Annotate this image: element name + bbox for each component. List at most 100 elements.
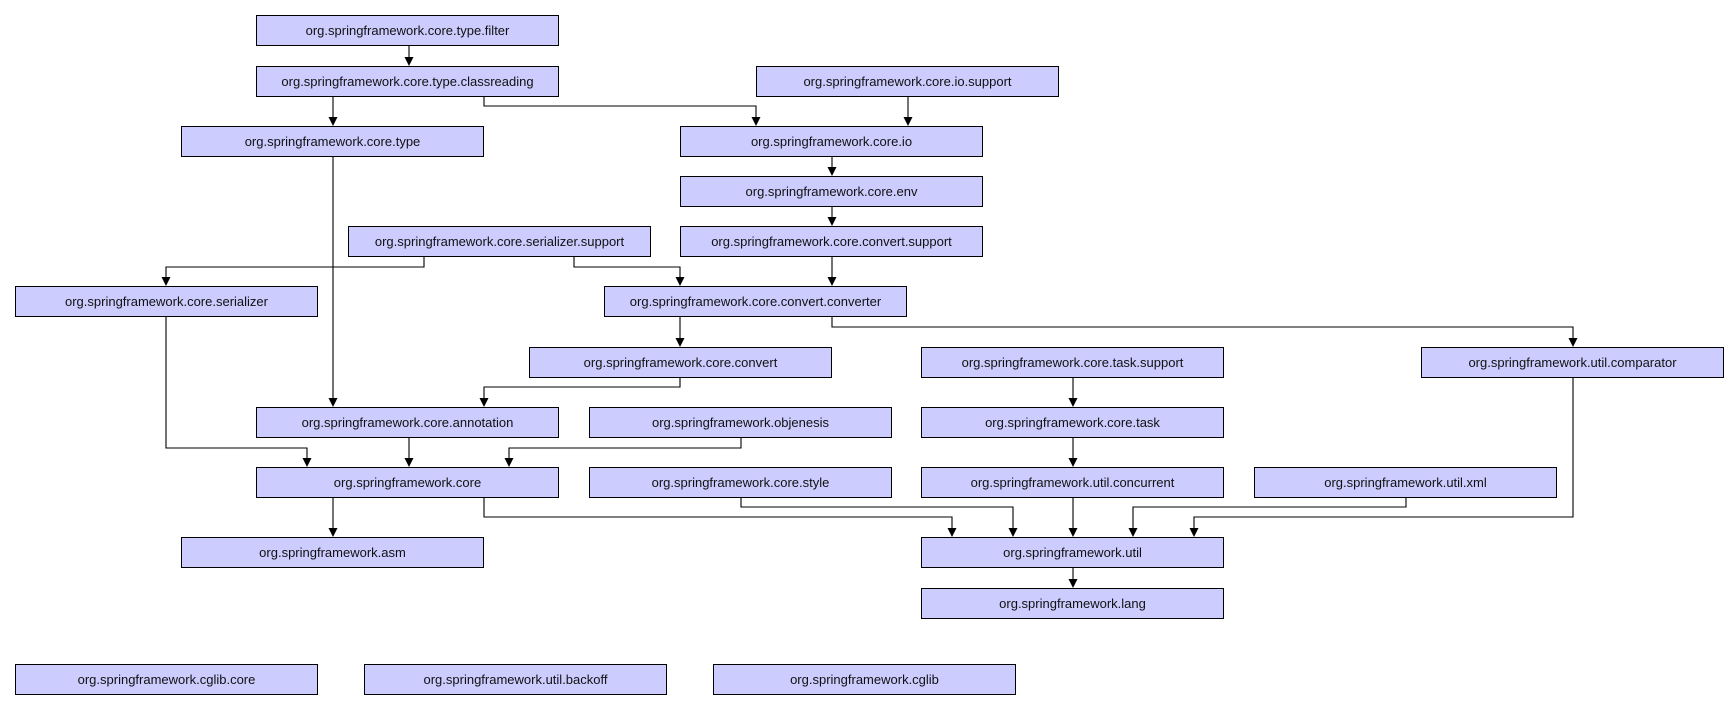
- package-node-asm[interactable]: org.springframework.asm: [181, 537, 484, 568]
- edge-serializer_support-to-serializer: [161, 256, 425, 286]
- arrowhead-icon: [1568, 338, 1578, 347]
- edge-util_concurrent-to-util: [1068, 497, 1078, 537]
- package-box[interactable]: [256, 66, 559, 97]
- package-node-cglib-core[interactable]: org.springframework.cglib.core: [15, 664, 318, 695]
- package-label: org.springframework.lang: [999, 596, 1146, 611]
- package-label: org.springframework.core.io.support: [803, 74, 1011, 89]
- arrowhead-icon: [827, 167, 837, 176]
- package-box[interactable]: [256, 15, 559, 46]
- edge-serializer_support-to-convert_converter: [573, 256, 685, 286]
- edge-convert_support-to-convert_converter: [827, 256, 837, 286]
- package-box[interactable]: [921, 407, 1224, 438]
- edge-line: [165, 316, 308, 461]
- package-node-util-backoff[interactable]: org.springframework.util.backoff: [364, 664, 667, 695]
- package-node-core[interactable]: org.springframework.core: [256, 467, 559, 498]
- package-label: org.springframework.core.task.support: [962, 355, 1184, 370]
- package-node-type-filter[interactable]: org.springframework.core.type.filter: [256, 15, 559, 46]
- arrowhead-icon: [947, 528, 957, 537]
- package-node-util-xml[interactable]: org.springframework.util.xml: [1254, 467, 1557, 498]
- edge-line: [740, 497, 1014, 531]
- arrowhead-icon: [903, 117, 913, 126]
- package-node-serializer-support[interactable]: org.springframework.core.serializer.supp…: [348, 226, 651, 257]
- package-node-util-concurrent[interactable]: org.springframework.util.concurrent: [921, 467, 1224, 498]
- package-box[interactable]: [680, 176, 983, 207]
- nodes-layer: org.springframework.core.type.filter org.…: [15, 15, 1724, 695]
- arrowhead-icon: [404, 57, 414, 66]
- arrowhead-icon: [328, 117, 338, 126]
- package-node-convert-support[interactable]: org.springframework.core.convert.support: [680, 226, 983, 257]
- package-label: org.springframework.core.serializer.supp…: [375, 234, 625, 249]
- package-node-task[interactable]: org.springframework.core.task: [921, 407, 1224, 438]
- arrowhead-icon: [1128, 528, 1138, 537]
- package-node-annotation[interactable]: org.springframework.core.annotation: [256, 407, 559, 438]
- package-box[interactable]: [256, 467, 559, 498]
- package-node-cglib[interactable]: org.springframework.cglib: [713, 664, 1016, 695]
- package-node-task-support[interactable]: org.springframework.core.task.support: [921, 347, 1224, 378]
- package-label: org.springframework.core.type: [245, 134, 421, 149]
- package-box[interactable]: [921, 347, 1224, 378]
- edge-util_comparator-to-util: [1189, 377, 1574, 537]
- package-box[interactable]: [756, 66, 1059, 97]
- package-label: org.springframework.core.type.filter: [306, 23, 510, 38]
- package-node-type-classreading[interactable]: org.springframework.core.type.classreadi…: [256, 66, 559, 97]
- package-box[interactable]: [529, 347, 832, 378]
- arrowhead-icon: [1008, 528, 1018, 537]
- package-box[interactable]: [15, 286, 318, 317]
- arrowhead-icon: [1068, 528, 1078, 537]
- package-node-objenesis[interactable]: org.springframework.objenesis: [589, 407, 892, 438]
- package-box[interactable]: [680, 126, 983, 157]
- package-box[interactable]: [713, 664, 1016, 695]
- package-label: org.springframework.core.annotation: [302, 415, 514, 430]
- package-node-type[interactable]: org.springframework.core.type: [181, 126, 484, 157]
- package-label: org.springframework.objenesis: [652, 415, 830, 430]
- package-node-convert-converter[interactable]: org.springframework.core.convert.convert…: [604, 286, 907, 317]
- package-node-util[interactable]: org.springframework.util: [921, 537, 1224, 568]
- package-node-style[interactable]: org.springframework.core.style: [589, 467, 892, 498]
- edge-io-to-env: [827, 156, 837, 176]
- package-node-io[interactable]: org.springframework.core.io: [680, 126, 983, 157]
- edge-line: [483, 377, 681, 401]
- package-label: org.springframework.core: [334, 475, 481, 490]
- arrowhead-icon: [1068, 579, 1078, 588]
- package-box[interactable]: [181, 537, 484, 568]
- package-node-env[interactable]: org.springframework.core.env: [680, 176, 983, 207]
- arrowhead-icon: [404, 458, 414, 467]
- package-box[interactable]: [921, 467, 1224, 498]
- package-box[interactable]: [348, 226, 651, 257]
- package-box[interactable]: [1254, 467, 1557, 498]
- package-label: org.springframework.util.backoff: [423, 672, 607, 687]
- package-node-util-comparator[interactable]: org.springframework.util.comparator: [1421, 347, 1724, 378]
- package-box[interactable]: [256, 407, 559, 438]
- package-box[interactable]: [921, 537, 1224, 568]
- package-box[interactable]: [604, 286, 907, 317]
- edge-type_classreading-to-io: [483, 96, 761, 126]
- edge-style-to-util: [740, 497, 1018, 537]
- edge-convert_converter-to-convert: [675, 316, 685, 347]
- package-box[interactable]: [680, 226, 983, 257]
- package-label: org.springframework.asm: [259, 545, 406, 560]
- package-node-serializer[interactable]: org.springframework.core.serializer: [15, 286, 318, 317]
- package-box[interactable]: [15, 664, 318, 695]
- package-label: org.springframework.core.io: [751, 134, 912, 149]
- package-label: org.springframework.core.style: [652, 475, 830, 490]
- package-label: org.springframework.core.convert.convert…: [630, 294, 882, 309]
- package-box[interactable]: [181, 126, 484, 157]
- package-label: org.springframework.core.type.classreadi…: [281, 74, 533, 89]
- package-box[interactable]: [921, 588, 1224, 619]
- package-node-convert[interactable]: org.springframework.core.convert: [529, 347, 832, 378]
- package-box[interactable]: [589, 467, 892, 498]
- package-node-io-support[interactable]: org.springframework.core.io.support: [756, 66, 1059, 97]
- edge-type-to-annotation: [328, 156, 338, 407]
- package-node-lang[interactable]: org.springframework.lang: [921, 588, 1224, 619]
- edge-line: [483, 497, 953, 531]
- arrowhead-icon: [675, 338, 685, 347]
- package-label: org.springframework.core.convert: [584, 355, 778, 370]
- package-label: org.springframework.cglib.core: [78, 672, 256, 687]
- package-box[interactable]: [1421, 347, 1724, 378]
- package-box[interactable]: [589, 407, 892, 438]
- arrowhead-icon: [1189, 528, 1199, 537]
- package-box[interactable]: [364, 664, 667, 695]
- edge-line: [1132, 497, 1407, 531]
- arrowhead-icon: [479, 398, 489, 407]
